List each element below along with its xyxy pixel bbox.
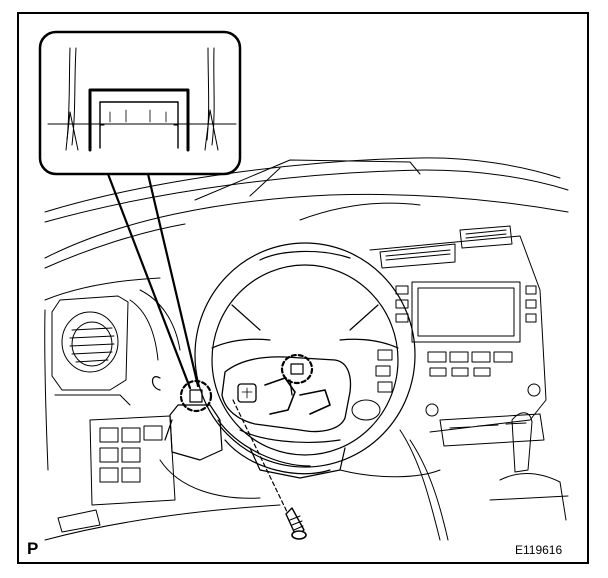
- detail-inset: [38, 30, 242, 390]
- center-console: [369, 225, 569, 521]
- left-switch-panel: [44, 415, 281, 541]
- clip-details: [189, 363, 304, 403]
- clip-right: [280, 353, 314, 385]
- steering-column-cover: [151, 376, 346, 479]
- lower-dashboard: [129, 289, 449, 541]
- dashboard-top: [44, 157, 569, 301]
- figure-id-label: E119616: [515, 543, 563, 557]
- steering-wheel: [194, 242, 416, 475]
- steering-pad: [221, 356, 352, 433]
- left-air-vent: [44, 295, 131, 471]
- navigation-display: [411, 281, 521, 343]
- clip-left: [179, 379, 213, 413]
- screw: [232, 399, 307, 540]
- wheel-right-controls: [351, 349, 393, 421]
- view-code-label: P: [27, 539, 39, 558]
- clip-locations: [179, 353, 314, 413]
